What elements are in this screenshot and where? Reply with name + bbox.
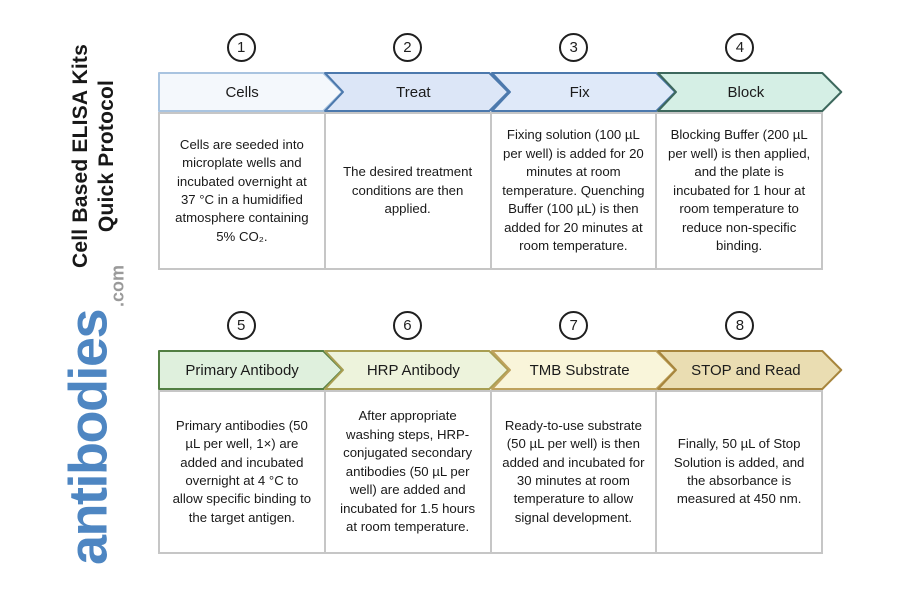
step-arrow-cells: Cells xyxy=(158,72,344,112)
step-description: After appropriate washing steps, HRP-con… xyxy=(323,390,492,554)
protocol-row-1: 1 2 3 4 Cells Treat Fix Block Ce xyxy=(158,33,842,270)
arrow-shape xyxy=(158,72,344,112)
step-number-badge: 5 xyxy=(226,311,256,340)
step-arrow-row: Primary Antibody HRP Antibody TMB Substr… xyxy=(158,350,842,390)
step-description: Finally, 50 µL of Stop Solution is added… xyxy=(655,390,823,554)
step-description: Ready-to-use substrate (50 µL per well) … xyxy=(489,390,658,554)
arrow-shape xyxy=(324,72,510,112)
step-arrow-fix: Fix xyxy=(490,72,676,112)
sidebar-title: Cell Based ELISA Kits Quick Protocol xyxy=(68,44,121,268)
brand-logo: antibodies .com xyxy=(58,265,128,566)
step-description-row: Cells are seeded into microplate wells a… xyxy=(158,112,823,270)
step-number-badge: 4 xyxy=(725,33,755,62)
step-description: Cells are seeded into microplate wells a… xyxy=(158,112,326,270)
step-arrow-block: Block xyxy=(656,72,842,112)
step-arrow-label: TMB Substrate xyxy=(529,361,630,379)
step-number-badge: 2 xyxy=(392,33,422,62)
arrow-shape xyxy=(656,350,842,390)
step-arrow-label: HRP Antibody xyxy=(366,361,460,379)
step-description-row: Primary antibodies (50 µL per well, 1×) … xyxy=(158,390,823,554)
arrow-shape xyxy=(158,350,344,390)
step-arrow-label: Block xyxy=(727,83,765,101)
protocol-row-2: 5 6 7 8 Primary Antibody HRP Antibody TM… xyxy=(158,311,842,554)
logo-text: antibodies xyxy=(58,309,119,566)
step-number-badge: 7 xyxy=(559,311,589,340)
step-number-badge: 6 xyxy=(392,311,422,340)
step-arrow-treat: Treat xyxy=(324,72,510,112)
step-arrow-stop-and-read: STOP and Read xyxy=(656,350,842,390)
step-arrow-row: Cells Treat Fix Block xyxy=(158,72,842,112)
step-number-badge: 3 xyxy=(559,33,589,62)
step-description: Fixing solution (100 µL per well) is add… xyxy=(489,112,658,270)
step-arrow-hrp-antibody: HRP Antibody xyxy=(324,350,510,390)
step-description: Blocking Buffer (200 µL per well) is the… xyxy=(655,112,823,270)
step-number-row: 5 6 7 8 xyxy=(158,311,823,341)
step-arrow-label: Cells xyxy=(225,83,259,101)
arrow-shape xyxy=(490,350,676,390)
step-arrow-label: STOP and Read xyxy=(691,361,801,379)
step-arrow-tmb-substrate: TMB Substrate xyxy=(490,350,676,390)
logo-domain-suffix: .com xyxy=(107,264,128,307)
step-description: The desired treatment conditions are the… xyxy=(323,112,492,270)
arrow-shape xyxy=(490,72,676,112)
step-number-badge: 1 xyxy=(226,33,256,62)
title-line-2: Quick Protocol xyxy=(95,79,118,233)
arrow-shape xyxy=(656,72,842,112)
step-number-badge: 8 xyxy=(725,311,755,340)
step-arrow-primary-antibody: Primary Antibody xyxy=(158,350,344,390)
step-arrow-label: Primary Antibody xyxy=(185,361,299,379)
step-arrow-label: Fix xyxy=(569,83,590,101)
step-description: Primary antibodies (50 µL per well, 1×) … xyxy=(158,390,326,554)
step-arrow-label: Treat xyxy=(396,83,431,101)
title-line-1: Cell Based ELISA Kits xyxy=(68,44,92,268)
arrow-shape xyxy=(324,350,510,390)
step-number-row: 1 2 3 4 xyxy=(158,33,823,63)
